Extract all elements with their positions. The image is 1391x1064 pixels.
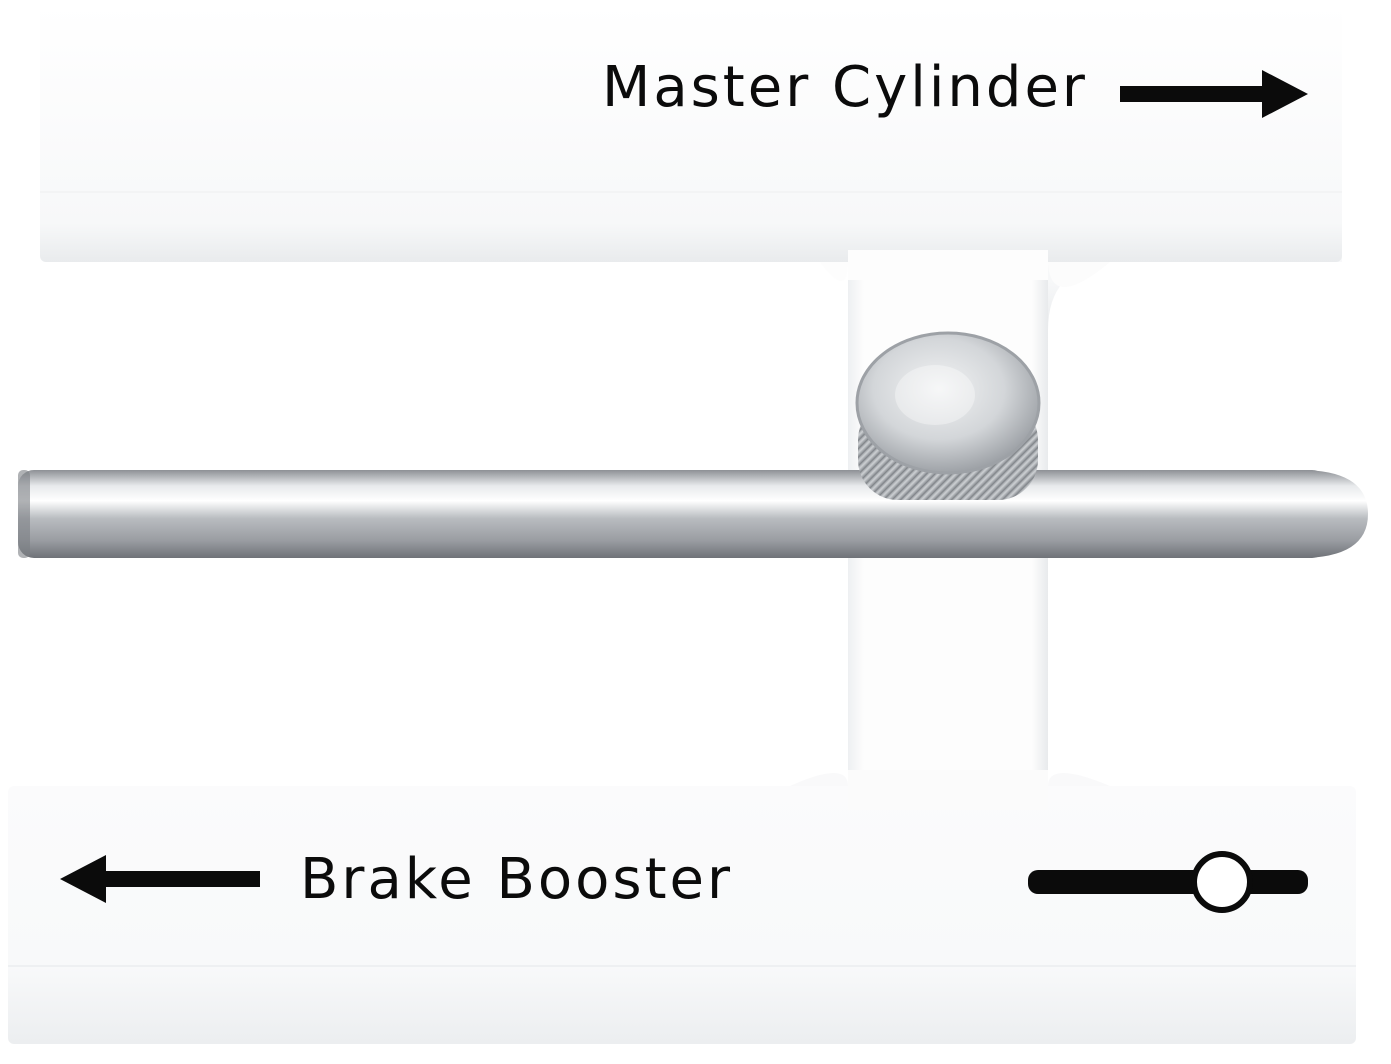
steel-rod bbox=[18, 470, 1368, 558]
thumb-screw bbox=[855, 331, 1041, 500]
bottom-bar bbox=[8, 786, 1356, 1044]
tool-body bbox=[8, 4, 1356, 1044]
pin-position-icon bbox=[1028, 851, 1308, 913]
arrow-right-icon bbox=[1120, 70, 1308, 118]
brake-booster-label: Brake Booster bbox=[300, 847, 733, 912]
master-cylinder-label: Master Cylinder bbox=[602, 55, 1088, 120]
arrow-left-icon bbox=[60, 855, 260, 903]
